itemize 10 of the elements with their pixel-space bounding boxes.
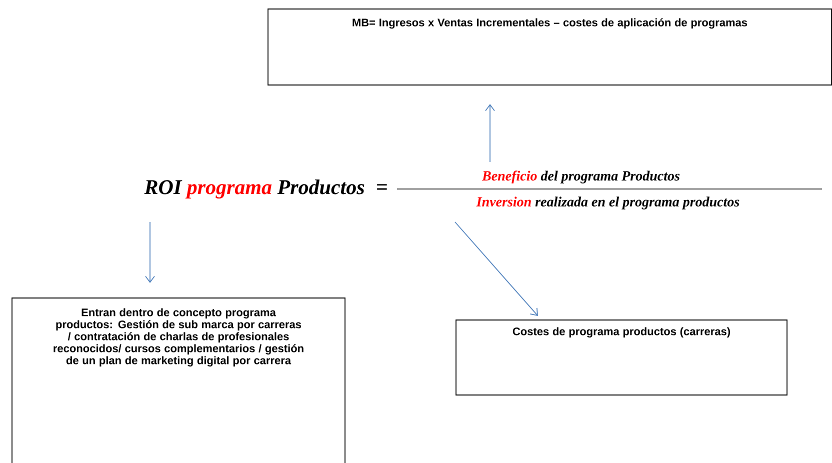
- arrow: [145, 222, 155, 283]
- text-box: Costes de programa productos (carreras): [456, 320, 788, 396]
- text-box: Entran dentro de concepto programa productos: Gestión de sub marca por carreras / contratación de charlas de profesionales reconocidos/ cursos complementarios / gestión de un plan de marketing digital por carrera: [12, 298, 346, 463]
- formula-term: ROIprograma Productos: [144, 179, 364, 199]
- equals-sign: =: [377, 184, 387, 190]
- numerator: Beneficio del programa Productos: [482, 170, 680, 184]
- text-box: MB= Ingresos x Ventas Incrementales – costes de aplicación de programas: [268, 8, 832, 86]
- denominator: Inversion realizada en el programa productos: [476, 196, 740, 210]
- arrow: [454, 222, 538, 316]
- arrow: [485, 104, 495, 162]
